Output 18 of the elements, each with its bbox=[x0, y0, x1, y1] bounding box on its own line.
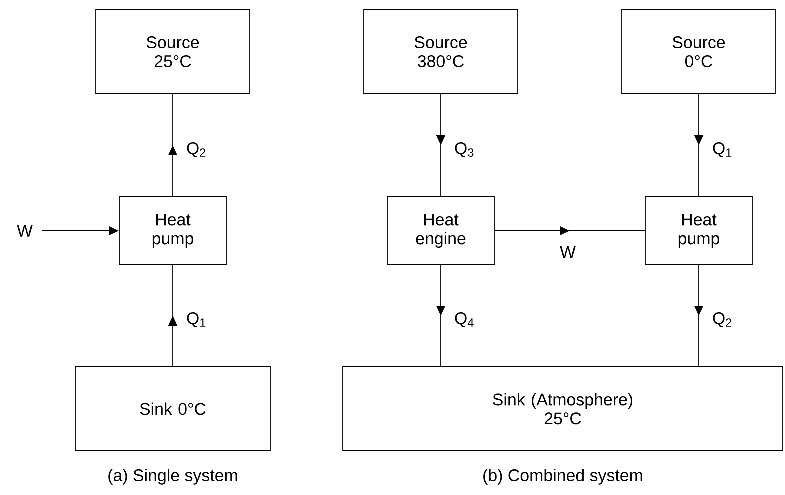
edge-label: Q$_{1}$ bbox=[187, 312, 206, 328]
edge-label: Q$_{4}$ bbox=[455, 312, 474, 328]
source-box: Source 25°C bbox=[96, 10, 250, 94]
heat-engine-box: Heat engine bbox=[387, 196, 495, 266]
caption: (a) Single system bbox=[108, 469, 238, 485]
heat-pump-box: Heat pump bbox=[645, 196, 753, 266]
edge-label: W bbox=[560, 246, 576, 258]
edge-label: Q$_{3}$ bbox=[455, 142, 474, 158]
heat-pump-box: Heat pump bbox=[119, 196, 227, 266]
sink-box: Sink 0°C bbox=[75, 366, 271, 452]
edge-label: Q$_{1}$ bbox=[713, 142, 732, 158]
caption: (b) Combined system bbox=[484, 469, 642, 485]
edge-label: Q$_{2}$ bbox=[187, 142, 206, 158]
edge-label: Q$_{2}$ bbox=[713, 312, 732, 328]
source-box: Source 380°C bbox=[364, 10, 518, 94]
source-box: Source 0°C bbox=[622, 10, 776, 94]
sink-box: Sink (Atmosphere) 25°C bbox=[342, 366, 784, 452]
work-label: W bbox=[17, 225, 33, 237]
